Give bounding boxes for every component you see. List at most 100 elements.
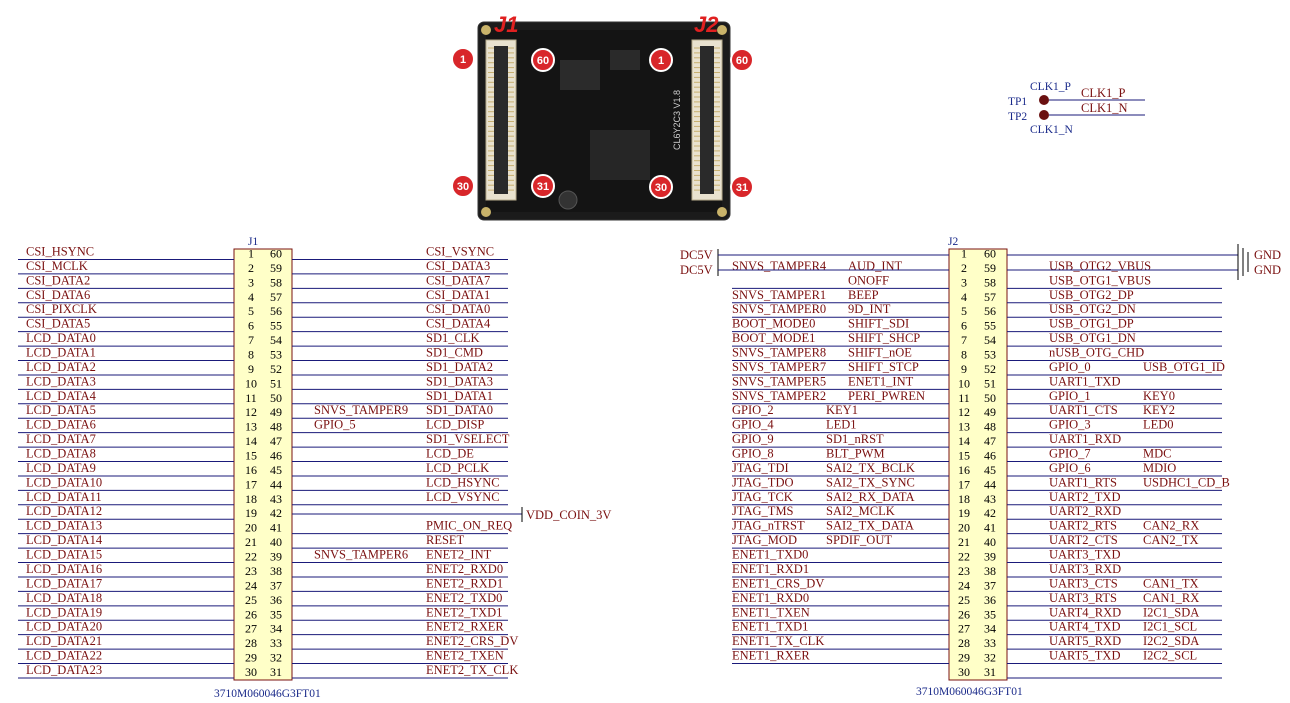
j2-left-alt: SHIFT_SHCP — [848, 331, 920, 345]
j2-left-net: SNVS_TAMPER4 — [732, 259, 827, 273]
j2-left-net: JTAG_nTRST — [732, 519, 805, 533]
j2-right-net: UART2_CTS — [1049, 533, 1118, 547]
j1-left-net: LCD_DATA7 — [26, 432, 96, 446]
tp1-dot — [1039, 95, 1049, 105]
j1-right-net: LCD_VSYNC — [426, 490, 500, 504]
j2-left-pin-number: 13 — [958, 420, 970, 434]
gnd-label-1: GND — [1254, 248, 1281, 262]
j1-right-net: CSI_DATA1 — [426, 288, 490, 302]
j2-left-alt: SD1_nRST — [826, 432, 884, 446]
j2-right-alt: KEY2 — [1143, 403, 1175, 417]
j2-right-net: GPIO_6 — [1049, 461, 1091, 475]
j2-right-net: GPIO_3 — [1049, 418, 1091, 432]
j2-left-net: GPIO_8 — [732, 447, 774, 461]
j1-right-net: ENET2_RXD1 — [426, 576, 503, 590]
j2-left-pin-number: 7 — [961, 333, 967, 347]
j2-right-pin-number: 51 — [984, 376, 996, 390]
j1-right-pin-number: 44 — [270, 477, 282, 491]
j1-right-net: CSI_DATA3 — [426, 259, 490, 273]
j2-right-net: USB_OTG1_DN — [1049, 331, 1136, 345]
tp1-ref: TP1 — [1008, 96, 1027, 108]
j2-right-alt: I2C2_SCL — [1143, 649, 1197, 663]
j2-right-pin-number: 40 — [984, 535, 996, 549]
j1-right-net: LCD_DISP — [426, 418, 484, 432]
j2-left-alt: SAI2_TX_DATA — [826, 519, 914, 533]
j2-right-pin-number: 57 — [984, 290, 996, 304]
j1-right-pin-number: 52 — [270, 362, 282, 376]
j1-right-net: SD1_VSELECT — [426, 432, 510, 446]
j2-left-net: ENET1_TXD0 — [732, 548, 808, 562]
j2-left-pin-number: 18 — [958, 492, 970, 506]
j1-right-net: SD1_DATA3 — [426, 374, 493, 388]
j1-right-pin-number: 49 — [270, 405, 282, 419]
j2-left-alt: AUD_INT — [848, 259, 903, 273]
j1-left-pin-number: 27 — [245, 622, 257, 636]
tp2-ref: TP2 — [1008, 111, 1027, 123]
pin-badge-number: 60 — [736, 55, 748, 67]
j2-right-net: UART2_RTS — [1049, 519, 1117, 533]
tp2-dot — [1039, 110, 1049, 120]
j1-right-net: SD1_DATA0 — [426, 403, 493, 417]
j2-left-net: SNVS_TAMPER1 — [732, 288, 826, 302]
j1-left-net: LCD_DATA17 — [26, 576, 102, 590]
j1-right-pin-number: 43 — [270, 492, 282, 506]
j1-right-pin-number: 51 — [270, 376, 282, 390]
j1-left-net: CSI_MCLK — [26, 259, 88, 273]
j2-left-pin-number: 3 — [961, 275, 967, 289]
j2-right-net: UART3_RTS — [1049, 591, 1117, 605]
j2-left-alt: 9D_INT — [848, 302, 891, 316]
j2-right-net: USB_OTG2_DP — [1049, 288, 1134, 302]
j1-right-pin-number: 59 — [270, 261, 282, 275]
j2-left-pin-number: 20 — [958, 521, 970, 535]
j2-left-net: ENET1_TXEN — [732, 605, 810, 619]
j2-left-pin-number: 9 — [961, 362, 967, 376]
j1-left-net: LCD_DATA12 — [26, 504, 102, 518]
vdd-coin-label: VDD_COIN_3V — [526, 508, 611, 522]
j2-right-alt: I2C1_SCL — [1143, 620, 1197, 634]
j2-left-alt: PERI_PWREN — [848, 389, 925, 403]
pin-badge-number: 30 — [655, 182, 667, 194]
j2-left-net: ENET1_RXD1 — [732, 562, 809, 576]
j2-left-pin-number: 5 — [961, 304, 967, 318]
j2-right-pin-number: 31 — [984, 665, 996, 679]
j1-right-net: SD1_DATA2 — [426, 360, 493, 374]
j1-body — [233, 248, 293, 681]
pin-badge — [730, 48, 754, 72]
j2-right-alt: USB_OTG1_ID — [1143, 360, 1225, 374]
j1-left-pin-number: 3 — [248, 275, 254, 289]
j2-left-net: ENET1_TX_CLK — [732, 634, 824, 648]
j1-right-net: CSI_VSYNC — [426, 245, 494, 259]
j2-left-pin-number: 2 — [961, 261, 967, 275]
pin-badge — [649, 48, 673, 72]
j1-left-pin-number: 21 — [245, 535, 257, 549]
j1-right-pin-number: 42 — [270, 506, 282, 520]
j1-left-net: LCD_DATA0 — [26, 331, 96, 345]
j1-left-pin-number: 17 — [245, 477, 257, 491]
j1-left-net: LCD_DATA8 — [26, 447, 96, 461]
j1-left-pin-number: 2 — [248, 261, 254, 275]
j1-left-net: LCD_DATA4 — [26, 389, 97, 403]
pin-badge — [451, 47, 475, 71]
j2-right-pin-number: 41 — [984, 521, 996, 535]
j2-left-pin-number: 1 — [961, 247, 967, 261]
j1-left-pin-number: 6 — [248, 319, 254, 333]
j2-right-pin-number: 43 — [984, 492, 996, 506]
j2-right-net: UART5_RXD — [1049, 634, 1121, 648]
j2-left-net: BOOT_MODE1 — [732, 331, 815, 345]
j2-right-pin-number: 34 — [984, 622, 996, 636]
j1-left-net: LCD_DATA20 — [26, 620, 102, 634]
j2-left-pin-number: 19 — [958, 506, 970, 520]
j2-left-alt: ONOFF — [848, 273, 889, 287]
j2-right-alt: LED0 — [1143, 418, 1174, 432]
j1-right-pin-number: 39 — [270, 550, 282, 564]
pin-badge-number: 30 — [457, 181, 469, 193]
j1-right-pin-number: 53 — [270, 348, 282, 362]
j1-right-pin-number: 34 — [270, 622, 282, 636]
j2-right-alt: USDHC1_CD_B — [1143, 475, 1230, 489]
j2-right-pin-number: 48 — [984, 420, 996, 434]
j2-right-alt: MDC — [1143, 447, 1171, 461]
j2-left-pin-number: 17 — [958, 477, 970, 491]
j2-right-pin-number: 44 — [984, 477, 996, 491]
